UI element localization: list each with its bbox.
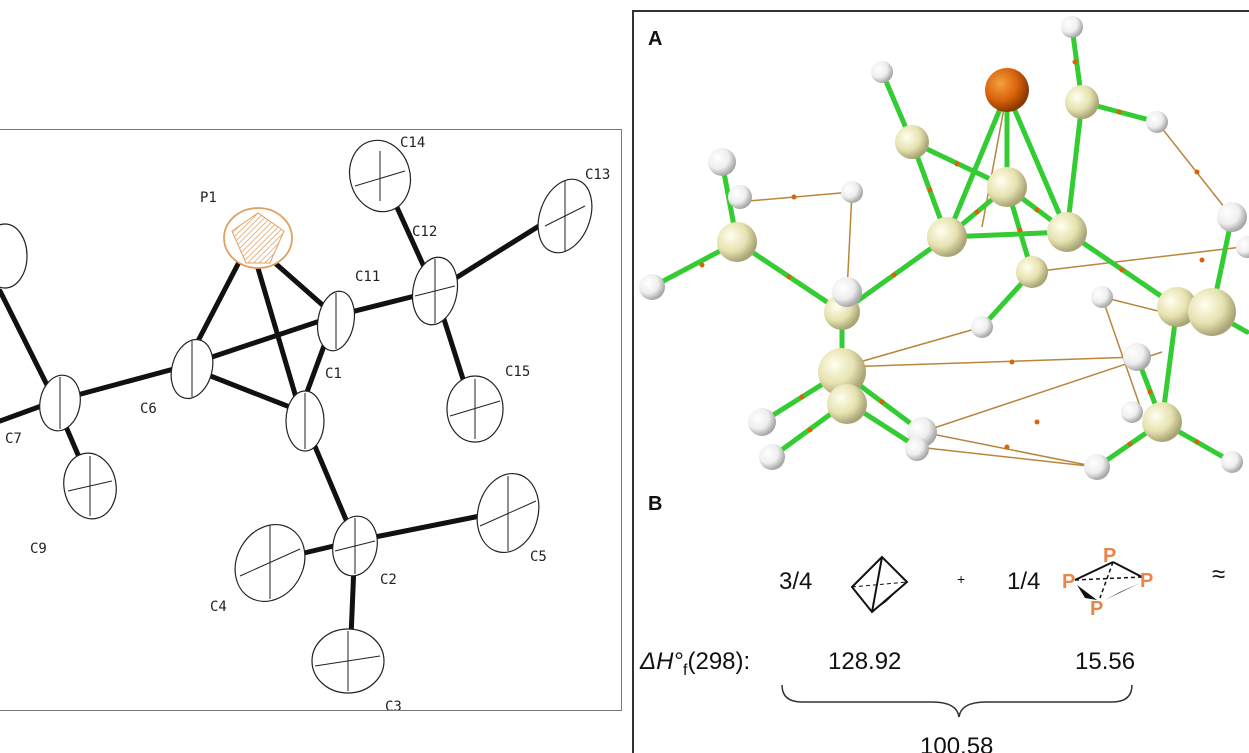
right-figure-panel: A [632, 10, 1249, 753]
p4-atom-right: P [1140, 570, 1153, 592]
ortep-structure-panel: P1 C14 C13 C12 C11 C1 C6 C15 C7 C9 C5 C4… [0, 129, 622, 711]
atom-label-c6: C6 [140, 401, 157, 417]
atom-label-c2: C2 [380, 572, 397, 588]
atom-label-c13: C13 [585, 167, 610, 183]
atom-label-c12: C12 [412, 224, 437, 240]
p4-atom-bottom: P [1090, 598, 1103, 620]
p4-tetrahedron-icon: P P P P [1062, 545, 1153, 620]
hydrogen-atoms [639, 16, 1249, 480]
panel-label-a: A [648, 28, 662, 50]
atom-label-c14: C14 [400, 135, 425, 151]
plus-sign: + [957, 571, 965, 587]
atom-label-c5: C5 [530, 549, 547, 565]
phosphorus-atom [985, 68, 1029, 112]
sum-brace [781, 684, 1133, 718]
atom-label-c15: C15 [505, 364, 530, 380]
value-tetrahedrane: 128.92 [828, 648, 901, 675]
atom-label-c9: C9 [30, 541, 47, 557]
ortep-axes [59, 151, 586, 691]
tetrahedrane-cage-icon [850, 555, 909, 614]
enthalpy-subscript: f [683, 662, 688, 679]
enthalpy-label: ΔH°f(298): [639, 648, 750, 679]
approx-sign: ≈ [1212, 561, 1225, 588]
ortep-diagram: P1 C14 C13 C12 C11 C1 C6 C15 C7 C9 C5 C4… [0, 135, 610, 711]
panel-label-b: B [648, 493, 662, 515]
atom-label-c7: C7 [5, 431, 22, 447]
ortep-phosphorus-p1 [223, 207, 293, 269]
enthalpy-temperature: (298): [687, 648, 750, 675]
atom-label-p1: P1 [200, 190, 217, 206]
value-total: 100.58 [920, 733, 993, 753]
carbon-atoms [717, 85, 1236, 442]
right-figure-canvas: A [639, 16, 1249, 753]
bond-critical-points [699, 59, 1205, 450]
atom-label-c3: C3 [385, 699, 402, 711]
value-p4: 15.56 [1075, 648, 1135, 675]
ortep-ellipsoids [0, 139, 593, 694]
coefficient-tetrahedrane: 3/4 [779, 568, 812, 595]
atom-label-c1: C1 [325, 366, 342, 382]
p4-atom-left: P [1062, 571, 1075, 593]
enthalpy-symbol: ΔH° [639, 648, 683, 675]
p4-atom-top: P [1103, 545, 1116, 567]
coefficient-p4: 1/4 [1007, 568, 1040, 595]
atom-label-c4: C4 [210, 599, 227, 615]
atom-label-c11: C11 [355, 269, 380, 285]
